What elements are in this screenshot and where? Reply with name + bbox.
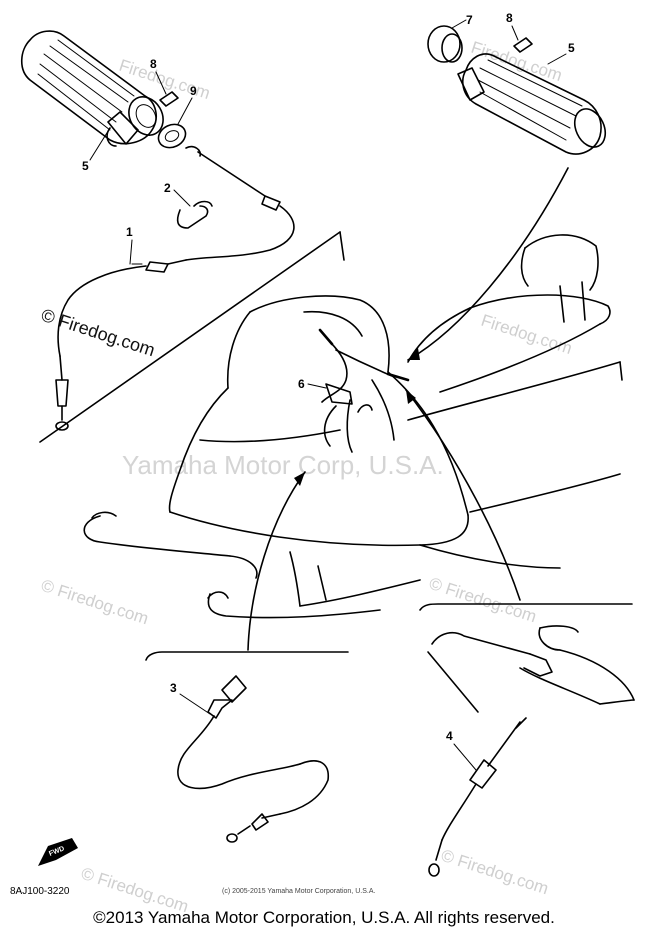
callout-6: 6: [298, 377, 305, 391]
part-code: 8AJ100-3220: [10, 886, 70, 897]
callout-5-right: 5: [568, 41, 575, 55]
callout-4: 4: [446, 729, 453, 743]
fine-print: (c) 2005-2015 Yamaha Motor Corporation, …: [222, 888, 375, 895]
callout-3: 3: [170, 681, 177, 695]
callout-2: 2: [164, 181, 171, 195]
grip-right: [427, 25, 607, 155]
watermark-firedog-dark: © Firedog.com: [39, 305, 158, 361]
callout-9: 9: [190, 84, 197, 98]
watermark-brand: Yamaha Motor Corp, U.S.A.: [122, 450, 444, 480]
choke-cable: [177, 675, 329, 843]
callout-7: 7: [466, 13, 473, 27]
throttle-cable: [427, 625, 635, 877]
watermark-firedog: © Firedog.com: [439, 846, 551, 899]
callout-1: 1: [126, 225, 133, 239]
callout-numbers: 8 9 5 2 1 7 8 5 6 3 4: [82, 11, 575, 771]
watermark-firedog: Firedog.com: [117, 56, 213, 103]
callout-8-left: 8: [150, 57, 157, 71]
callout-5-left: 5: [82, 159, 89, 173]
watermark-firedog: © Firedog.com: [427, 574, 539, 627]
callout-8-right: 8: [506, 11, 513, 25]
snowmobile-outline: [83, 234, 623, 619]
watermark-firedog: © Firedog.com: [39, 576, 151, 629]
watermark-layer: Firedog.com Firedog.com Firedog.com © Fi…: [39, 38, 575, 917]
watermark-firedog: Firedog.com: [479, 311, 575, 358]
copyright-notice: ©2013 Yamaha Motor Corporation, U.S.A. A…: [93, 908, 555, 927]
fwd-arrow-icon: FWD: [38, 838, 78, 866]
throttle-grip-left: [20, 30, 295, 431]
detail-frames: [39, 167, 633, 661]
handlebar-assembly: [318, 328, 410, 453]
